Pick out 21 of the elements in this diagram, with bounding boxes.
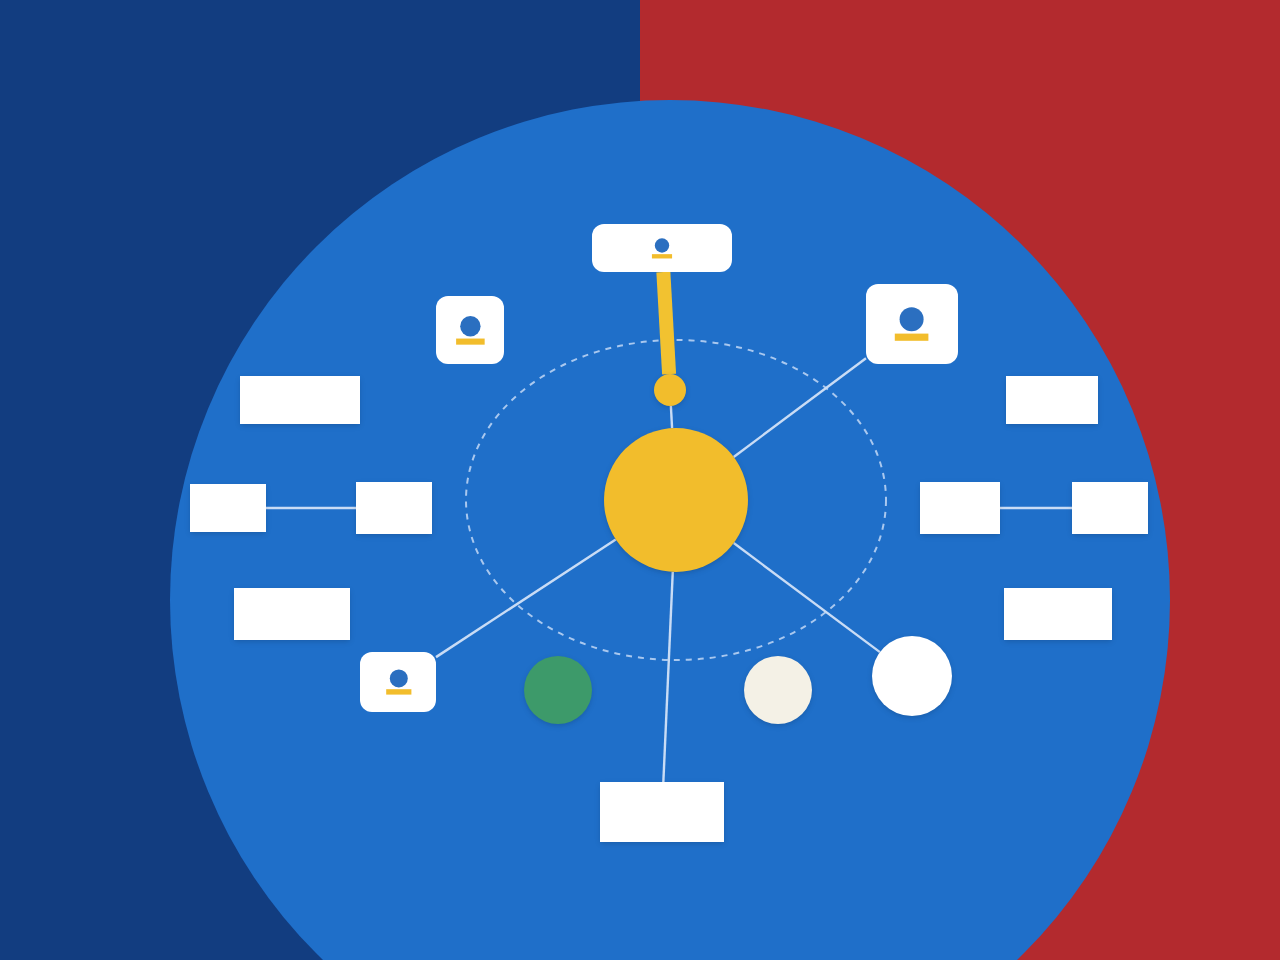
connector-line [669, 405, 674, 429]
connector-line [656, 271, 677, 375]
connector-line [1000, 506, 1072, 510]
label-box [1072, 482, 1148, 534]
picture-placeholder [436, 296, 504, 364]
picture-placeholder [360, 652, 436, 712]
connector-line [435, 538, 617, 659]
picture-placeholder [592, 224, 732, 272]
connector-line [733, 542, 881, 654]
label-box [920, 482, 1000, 534]
label-box [600, 782, 724, 842]
connector-line [266, 506, 356, 510]
picture-placeholder [866, 284, 958, 364]
label-box [1004, 588, 1112, 640]
label-box [356, 482, 432, 534]
connector-line [662, 571, 674, 783]
label-box [240, 376, 360, 424]
label-box [234, 588, 350, 640]
label-box [1006, 376, 1098, 424]
label-box [190, 484, 266, 532]
connector-line [733, 357, 867, 458]
